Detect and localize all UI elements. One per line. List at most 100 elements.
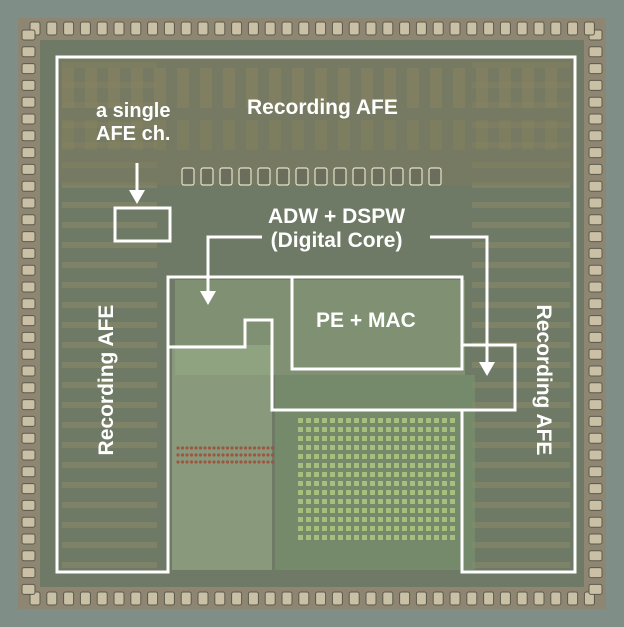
io-pad [588,583,603,595]
io-pad [21,29,36,41]
sram-cell [306,508,311,513]
sram-cell [298,499,303,504]
io-pad [588,348,603,360]
sram-cell [378,454,383,459]
sram-cell [362,526,367,531]
io-pads [21,21,603,606]
sram-cell [330,454,335,459]
sram-cell [354,481,359,486]
red-dot [185,446,189,450]
red-dot [225,460,230,464]
io-pad [567,21,579,36]
sram-cell [314,490,319,495]
io-pad [588,365,603,377]
io-pad [231,591,243,606]
sram-cell [322,481,327,486]
sram-cell [314,508,319,513]
red-dot [216,446,221,450]
io-pad [231,21,243,36]
red-dot [243,453,248,457]
sram-cell [410,436,415,441]
io-pad [21,180,36,192]
sram-cell [418,436,423,441]
afe-band [472,362,570,368]
io-pad [588,214,603,226]
sram-cell [370,490,375,495]
sram-cell [330,427,335,432]
arrowhead-single-channel [129,190,145,204]
sram-cell [362,481,367,486]
afe-band [62,202,157,208]
sram-cell [354,517,359,522]
sram-cell [346,526,351,531]
io-pad [21,197,36,209]
sram-cell [418,418,423,423]
afe-band [472,262,570,268]
afe-band [62,402,157,408]
sram-cell [306,490,311,495]
sram-cell [314,463,319,468]
sram-cell [410,418,415,423]
sram-cell [314,454,319,459]
capacitor-cell [314,167,328,186]
io-pad [399,21,411,36]
capacitor-cell [409,167,423,186]
red-dot [239,453,243,457]
sram-cell [434,463,439,468]
red-dot [248,446,252,450]
label-pe-mac: PE + MAC [316,309,416,332]
sram-cell [386,526,391,531]
io-pad [516,591,528,606]
sram-cell [370,472,375,477]
sram-cell [394,454,399,459]
sram-cell [298,508,303,513]
io-pad [588,315,603,327]
red-dot [194,460,198,464]
sram-cell [330,463,335,468]
io-pad [21,214,36,226]
io-pad [130,591,142,606]
io-pad [588,483,603,495]
sram-cell [442,499,447,504]
red-dot [189,446,194,450]
red-dot [257,460,261,464]
sram-cell [306,418,311,423]
arrowhead-adw-left [200,291,216,305]
sram-cell [450,427,455,432]
label-single-line1: a single [96,100,171,122]
red-dot [234,453,239,457]
sram-cell [418,517,423,522]
red-dot [230,453,234,457]
sram-cell [370,508,375,513]
sram-cell [450,445,455,450]
sram-cell [378,427,383,432]
red-dot [198,460,203,464]
red-dot [207,460,212,464]
io-pad [588,197,603,209]
io-pad [21,298,36,310]
sram-cell [386,427,391,432]
sram-cell [442,445,447,450]
sram-cell [434,481,439,486]
sram-cell [362,427,367,432]
io-pad [96,21,108,36]
sram-cell [354,427,359,432]
io-pad [365,21,377,36]
sram-cell [386,418,391,423]
sram-cell [370,535,375,540]
sram-cell [306,427,311,432]
sram-cell [418,508,423,513]
afe-band [472,382,570,388]
sram-cell [346,427,351,432]
capacitor-cell [219,167,233,186]
sram-cell [450,436,455,441]
red-dot [257,446,261,450]
sram-cell [314,427,319,432]
sram-cell [298,517,303,522]
red-dot [203,453,207,457]
io-pad [588,281,603,293]
sram-cell [394,526,399,531]
red-dot [180,453,185,457]
sram-cell [298,436,303,441]
